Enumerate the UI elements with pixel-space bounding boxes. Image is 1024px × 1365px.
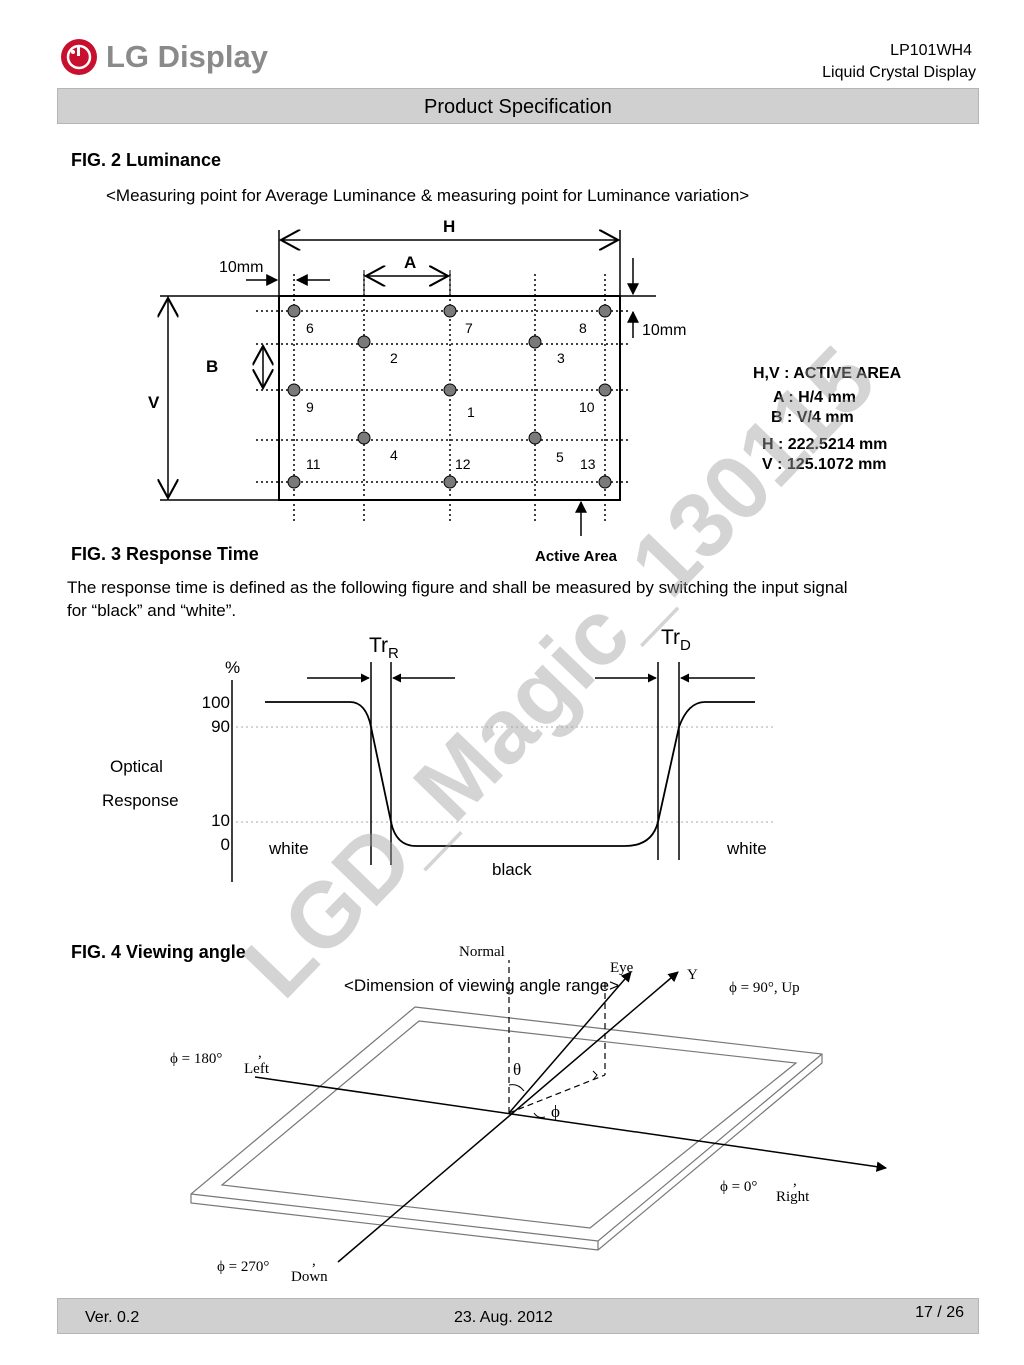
footer-date: 23. Aug. 2012 (454, 1309, 553, 1326)
percent-unit: % (225, 658, 240, 677)
fig3-desc-line1: The response time is defined as the foll… (67, 578, 848, 597)
white-left-label: white (268, 839, 309, 858)
normal-label: Normal (459, 944, 505, 960)
left-phi-label: ϕ = 180° (170, 1051, 222, 1067)
point-label: 7 (465, 320, 473, 336)
luminance-diagram: H A 10mm 10mm B V 6 7 8 2 3 9 1 10 4 5 1… (148, 217, 902, 565)
point-label: 3 (557, 350, 565, 366)
down-phi-label: ϕ = 270° (217, 1259, 269, 1275)
up-label: ϕ = 90°, Up (729, 980, 800, 996)
header-title-bar: Product Specification (57, 88, 979, 124)
fig4-subtitle: <Dimension of viewing angle range> (344, 976, 620, 995)
note-b: B : V/4 mm (771, 409, 854, 426)
label-A: A (404, 253, 416, 272)
tick-0: 0 (221, 835, 230, 854)
note-v: V : 125.1072 mm (762, 456, 887, 473)
down-comma: , (312, 1253, 316, 1269)
point-label: 1 (467, 404, 475, 420)
lg-display-logo: LG Display (60, 36, 270, 80)
fig3-desc-line2: for “black” and “white”. (67, 601, 237, 620)
note-h: H : 222.5214 mm (762, 436, 887, 453)
point-label: 4 (390, 447, 398, 463)
footer-bar: Ver. 0.2 23. Aug. 2012 17 / 26 (57, 1298, 979, 1334)
active-area-label: Active Area (535, 548, 618, 565)
point-label: 8 (579, 320, 587, 336)
point-label: 11 (306, 456, 321, 472)
note-active-area: H,V : ACTIVE AREA (753, 365, 902, 382)
label-B: B (206, 357, 218, 376)
tr-r-label: Tr (369, 634, 388, 657)
black-label: black (492, 860, 532, 879)
footer-version: Ver. 0.2 (85, 1309, 140, 1326)
product-name: Liquid Crystal Display (822, 64, 976, 81)
theta-label: θ (513, 1060, 521, 1079)
y-axis-label: Y (687, 967, 698, 983)
point-label: 6 (306, 320, 314, 336)
tick-100: 100 (202, 693, 230, 712)
note-a: A : H/4 mm (773, 389, 856, 406)
point-label: 9 (306, 399, 314, 415)
phi-label: ϕ (551, 1102, 560, 1121)
right-comma: , (793, 1173, 797, 1189)
right-phi-label: ϕ = 0° (720, 1179, 757, 1195)
label-V: V (148, 393, 160, 412)
point-label: 13 (580, 456, 596, 472)
tr-d-sub: D (680, 637, 691, 654)
eye-label: Eye (610, 960, 634, 976)
down-label: Down (291, 1269, 328, 1285)
label-H: H (443, 217, 455, 236)
point-label: 2 (390, 350, 398, 366)
point-label: 10 (579, 399, 595, 415)
svg-text:TrR: TrR (369, 634, 399, 662)
tick-90: 90 (211, 717, 230, 736)
viewing-angle-diagram: Normal Eye Y ϕ = 90°, Up ϕ = 180° , Left… (170, 944, 888, 1285)
ylabel-optical: Optical (110, 757, 163, 776)
point-label: 12 (455, 456, 471, 472)
response-time-diagram: TrR TrD % 100 90 10 0 Optical Response w… (102, 626, 775, 882)
fig4-title: FIG. 4 Viewing angle (71, 942, 246, 962)
left-label: Left (244, 1061, 270, 1077)
left-comma: , (258, 1045, 262, 1061)
logo-text: LG Display (106, 39, 268, 74)
point-label: 5 (556, 449, 564, 465)
tr-d-label: Tr (661, 626, 680, 649)
fig2-subtitle: <Measuring point for Average Luminance &… (106, 186, 750, 205)
fig2-title: FIG. 2 Luminance (71, 150, 222, 170)
svg-text:TrD: TrD (661, 626, 691, 654)
label-10mm-left: 10mm (219, 259, 263, 276)
model-number: LP101WH4 (890, 42, 972, 59)
label-10mm-right: 10mm (642, 322, 686, 339)
white-right-label: white (726, 839, 767, 858)
tr-r-sub: R (388, 645, 399, 662)
lg-logo-icon (61, 39, 97, 75)
footer-page-number: 17 / 26 (915, 1304, 964, 1321)
right-label: Right (776, 1189, 810, 1205)
tick-10: 10 (211, 811, 230, 830)
fig3-title: FIG. 3 Response Time (71, 544, 259, 564)
ylabel-response: Response (102, 791, 179, 810)
